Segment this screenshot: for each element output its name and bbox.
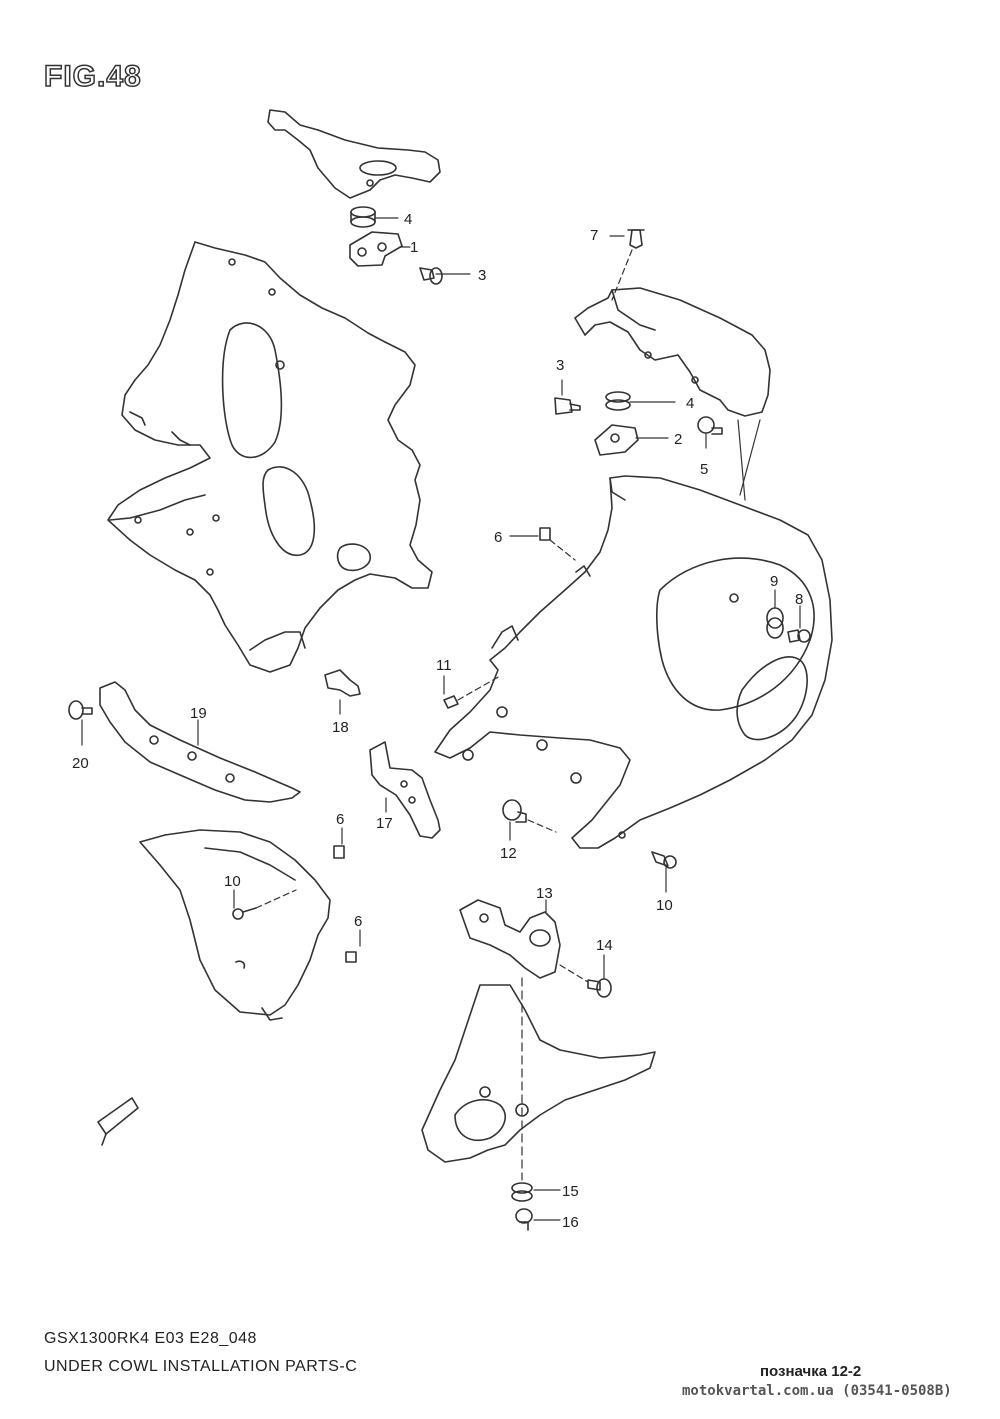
lower-under-cowl	[421, 984, 656, 1163]
callout-10-left: 10	[224, 873, 241, 890]
callout-20: 20	[72, 755, 89, 772]
reference-label: позначка 12-2	[760, 1363, 862, 1380]
part-11-screw	[443, 695, 459, 709]
upper-bracket-part	[267, 109, 441, 199]
callout-2: 2	[674, 431, 682, 448]
callout-6-left: 6	[336, 811, 344, 828]
part-19-stay	[99, 681, 301, 803]
callout-11: 11	[436, 657, 452, 674]
part-6-clip-mid	[539, 527, 551, 541]
callout-6-lower: 6	[354, 913, 362, 930]
part-1-bracket	[349, 231, 403, 267]
figure-title: FIG.48	[43, 59, 142, 94]
watermark-text: motokvartal.com.ua (03541-0508B)	[682, 1383, 952, 1399]
callout-18: 18	[332, 719, 349, 736]
part-3-bolt-top	[419, 267, 443, 285]
part-12-bolt	[502, 799, 527, 823]
callout-19: 19	[190, 705, 207, 722]
callout-9: 9	[770, 573, 778, 590]
part-18-fastener	[324, 669, 361, 697]
callout-15: 15	[562, 1183, 579, 1200]
part-16-bolt	[515, 1208, 533, 1231]
part-13-bracket	[459, 899, 561, 979]
callout-16: 16	[562, 1214, 579, 1231]
callout-1: 1	[410, 239, 418, 256]
callout-10-right: 10	[656, 897, 673, 914]
part-4-grommet-right	[605, 391, 631, 411]
part-17-bracket	[369, 741, 441, 839]
callout-6-mid: 6	[494, 529, 502, 546]
callout-12: 12	[500, 845, 517, 862]
part-20-bolt	[68, 700, 93, 720]
part-2-bracket	[594, 424, 639, 456]
right-fairing-panel	[434, 475, 833, 849]
part-8-screw	[787, 629, 811, 643]
part-7-screw	[627, 229, 645, 249]
right-upper-bracket	[574, 287, 771, 417]
part-10-bolt-left	[232, 907, 257, 920]
callout-3-top: 3	[478, 267, 486, 284]
part-15-grommet	[511, 1182, 533, 1202]
callout-8: 8	[795, 591, 803, 608]
part-5-bolt	[697, 416, 723, 435]
part-10-bolt-right	[651, 851, 677, 869]
part-4-grommet-top	[350, 206, 376, 228]
left-inner-cowl-panel	[107, 241, 433, 673]
leader-lines	[81, 217, 801, 1221]
callout-14: 14	[596, 937, 613, 954]
part-9-grommet	[766, 607, 784, 639]
callout-7: 7	[590, 227, 598, 244]
callout-17: 17	[376, 815, 393, 832]
callout-4-right: 4	[686, 395, 694, 412]
callout-3-right: 3	[556, 357, 564, 374]
lower-left-cover	[139, 829, 331, 1021]
callout-labels: 4 1 3 7 3 4 2 5 6 9 8 11 19 18 20 6 17 1…	[72, 211, 803, 1231]
part-6-clip-left	[333, 845, 345, 859]
view-arrow-icon	[97, 1097, 139, 1146]
callout-4-top: 4	[404, 211, 412, 228]
part-3-bolt-right	[554, 397, 581, 415]
callout-13: 13	[536, 885, 553, 902]
part-6-clip-lower	[345, 951, 357, 963]
callout-5: 5	[700, 461, 708, 478]
model-code: GSX1300RK4 E03 E28_048	[44, 1330, 257, 1347]
diagram-caption: UNDER COWL INSTALLATION PARTS-C	[44, 1358, 358, 1375]
part-14-bolt	[587, 978, 612, 998]
